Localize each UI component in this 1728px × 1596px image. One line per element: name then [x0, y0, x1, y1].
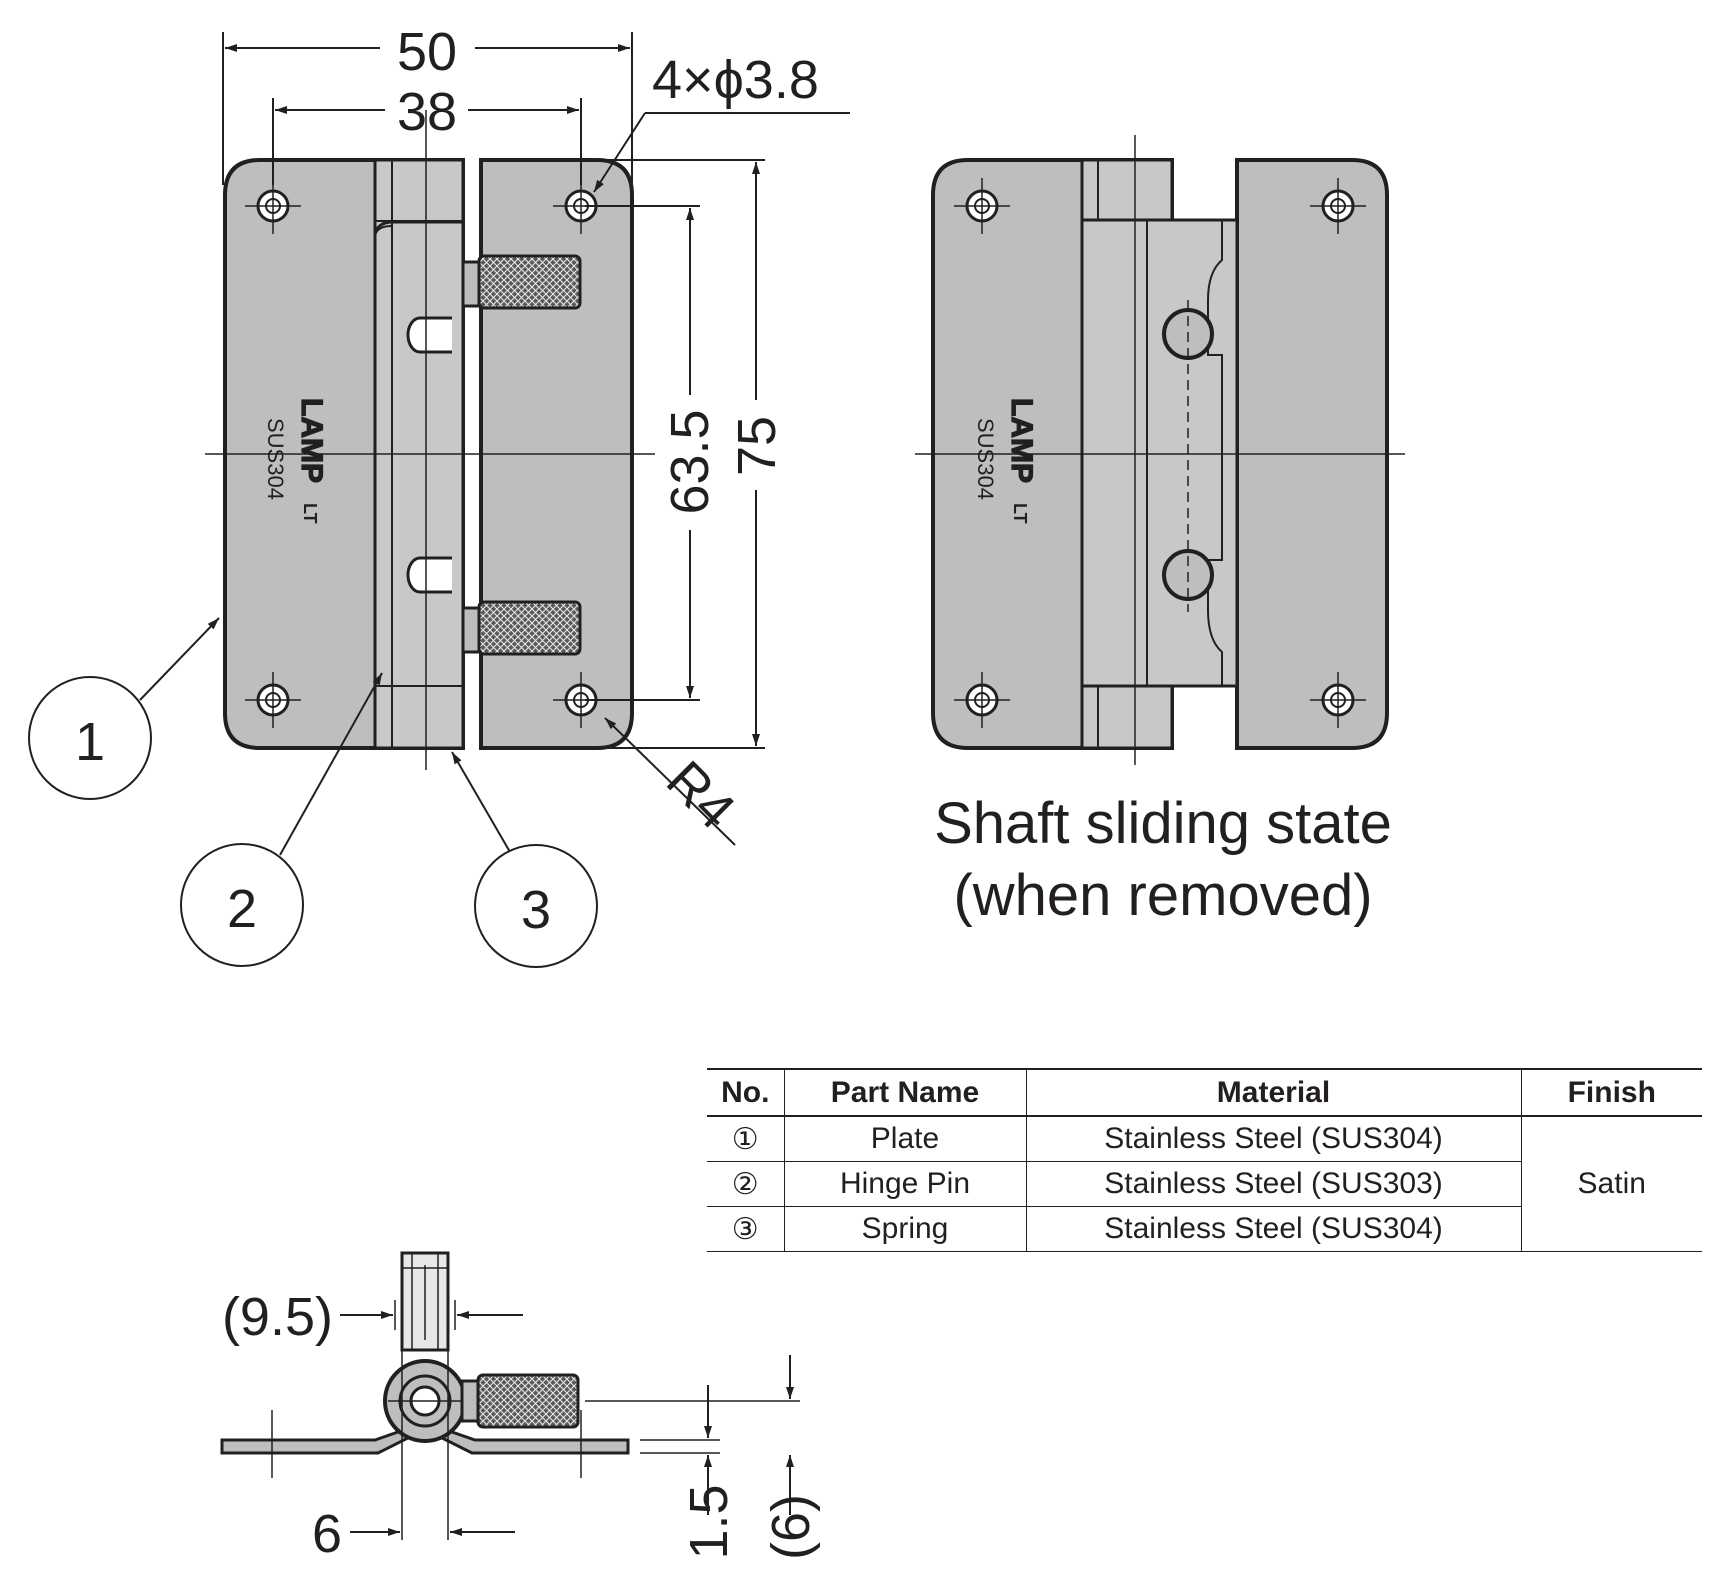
side-view [220, 1251, 800, 1540]
row-finish: Satin [1520, 1116, 1702, 1252]
row-part-name: Hinge Pin [783, 1161, 1026, 1207]
shaft-sliding-view [915, 135, 1405, 765]
header-material: Material [1025, 1068, 1521, 1117]
dim-pin-offset: (9.5) [222, 1287, 333, 1347]
hinge-pin [373, 220, 463, 233]
side-dimension-lines [340, 1311, 794, 1536]
row-material: Stainless Steel (SUS304) [1025, 1206, 1521, 1252]
spring-notch-upper [406, 316, 452, 354]
callout-3: 3 [474, 844, 598, 968]
dim-overall-thickness: (6) [761, 1494, 821, 1560]
svg-text:1: 1 [75, 712, 105, 772]
header-part-name: Part Name [783, 1068, 1026, 1117]
material-mark: SUS304 [263, 418, 288, 500]
row-no: ① [707, 1116, 784, 1162]
spring-notch-lower [406, 556, 452, 594]
knurled-spring-lower [477, 600, 582, 656]
dim-hole-pitch-width: 38 [397, 82, 457, 142]
dim-plate-thickness: 1.5 [679, 1484, 739, 1559]
svg-text:2: 2 [227, 879, 257, 939]
row-part-name: Plate [783, 1116, 1026, 1162]
header-no: No. [707, 1068, 784, 1117]
dim-overall-height: 75 [727, 416, 787, 476]
header-finish: Finish [1520, 1068, 1702, 1117]
row-material: Stainless Steel (SUS303) [1025, 1161, 1521, 1207]
svg-text:3: 3 [521, 880, 551, 940]
caption-line-1: Shaft sliding state [934, 791, 1392, 856]
brand-engraving: LAMP [295, 398, 328, 483]
caption-line-2: (when removed) [953, 863, 1372, 928]
side-knurled-spring [476, 1373, 580, 1429]
dim-hole-spec: 4×ϕ3.8 [652, 50, 819, 110]
row-part-name: Spring [783, 1206, 1026, 1252]
parts-table: No. Part Name Material Finish ① Plate St… [707, 1068, 1702, 1252]
callout-1: 1 [28, 676, 152, 800]
dim-hole-pitch-height: 63.5 [660, 409, 720, 514]
table-row: ③ Spring Stainless Steel (SUS304) [707, 1206, 1702, 1252]
side-plate-left [220, 1422, 420, 1455]
brand-suffix-2: LT [1010, 503, 1030, 524]
dim-knuckle-width: 6 [312, 1504, 342, 1564]
dim-corner-radius: R4 [655, 750, 746, 841]
callout-2: 2 [180, 843, 304, 967]
side-dimension-labels: (9.5) 6 1.5 (6) [222, 1287, 821, 1564]
table-row: ① Plate Stainless Steel (SUS304) Satin [707, 1116, 1702, 1252]
material-mark-2: SUS304 [973, 418, 998, 500]
row-material: Stainless Steel (SUS304) [1025, 1116, 1521, 1162]
side-plate-right [430, 1422, 630, 1455]
brand-suffix: LT [300, 503, 320, 524]
dim-overall-width: 50 [397, 22, 457, 82]
parts-table-header: No. Part Name Material Finish [707, 1068, 1702, 1117]
row-no: ③ [707, 1206, 784, 1252]
table-row: ② Hinge Pin Stainless Steel (SUS303) [707, 1161, 1702, 1207]
row-no: ② [707, 1161, 784, 1207]
knurled-spring-upper [477, 254, 582, 310]
sliding-shaft [1080, 218, 1239, 688]
brand-engraving-2: LAMP [1005, 398, 1038, 483]
dimension-lines [139, 32, 850, 856]
